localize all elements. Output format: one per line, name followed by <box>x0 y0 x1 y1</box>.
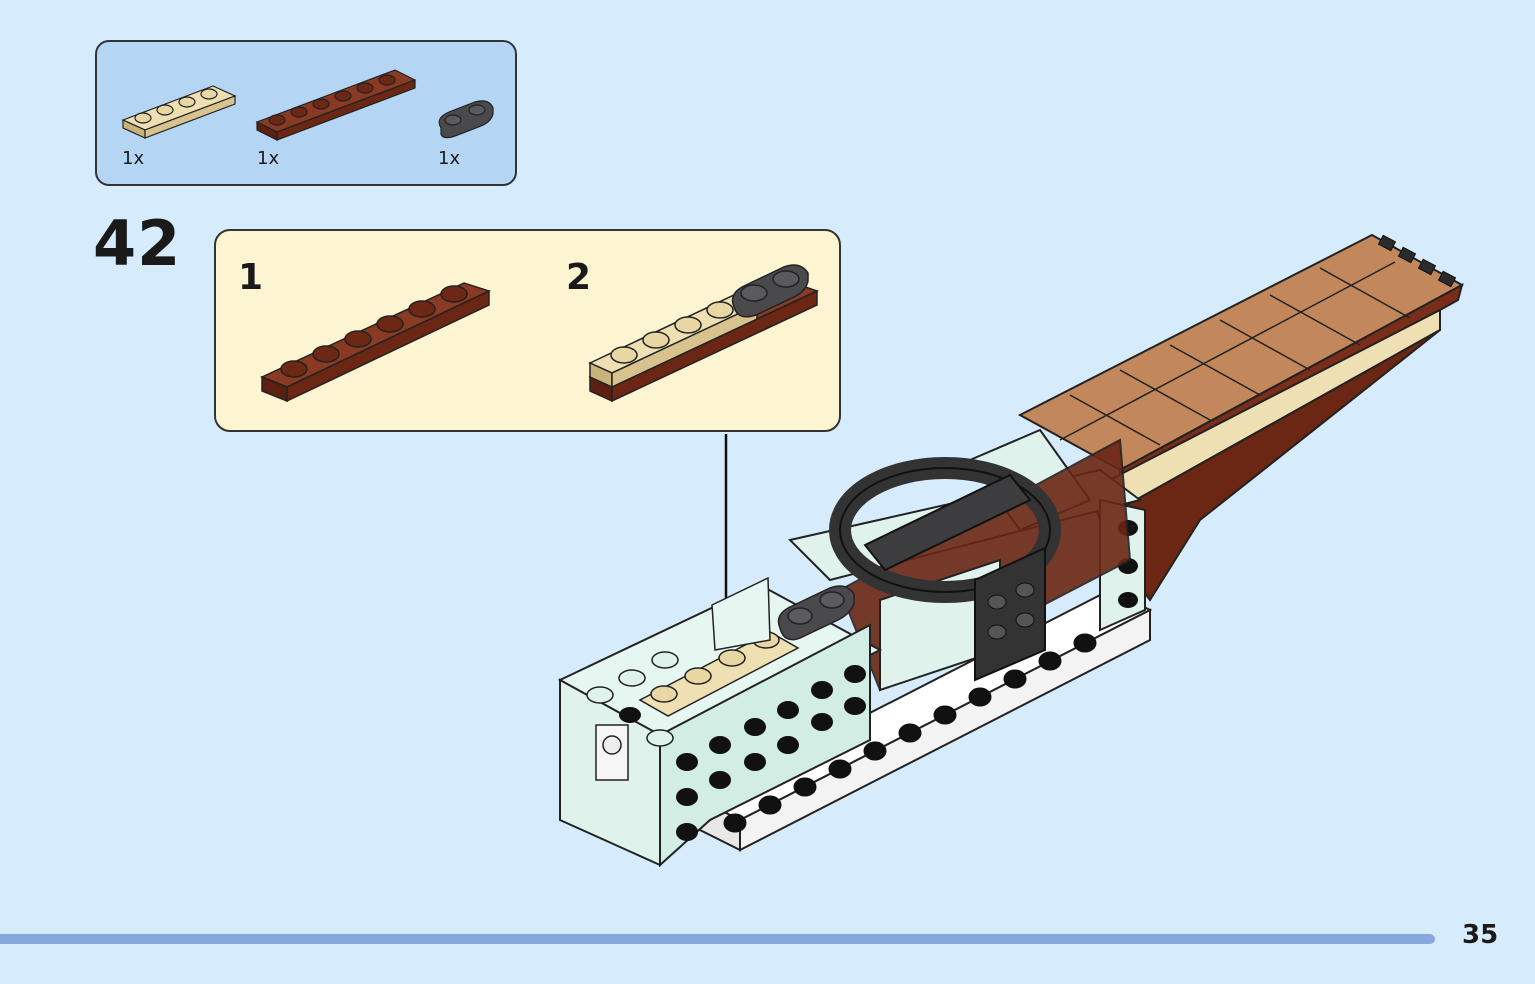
footer-progress-bar <box>0 934 1435 944</box>
black-ring-handle-icon <box>829 457 1061 682</box>
substep-number-1: 1 <box>238 257 264 298</box>
parts-illustration <box>121 69 494 141</box>
page-number: 35 <box>1462 920 1499 950</box>
substep1-brown-plate-icon <box>260 282 492 403</box>
dark-gray-plate-1x2-icon <box>438 100 494 139</box>
step-number: 42 <box>93 207 182 280</box>
brown-plate-1x6-icon <box>255 69 417 141</box>
subassembly-callout: 1 2 <box>214 229 841 432</box>
part-quantity-gray: 1x <box>438 148 461 169</box>
tan-plate-1x4-icon <box>121 85 237 139</box>
part-quantity-brown: 1x <box>257 148 280 169</box>
substep-illustrations <box>260 264 819 403</box>
substep-number-2: 2 <box>566 257 592 298</box>
substep2-assembly-icon <box>588 264 819 403</box>
parts-list-callout: 1x 1x 1x <box>95 40 517 186</box>
front-aqua-block <box>557 576 883 868</box>
part-quantity-tan: 1x <box>122 148 145 169</box>
